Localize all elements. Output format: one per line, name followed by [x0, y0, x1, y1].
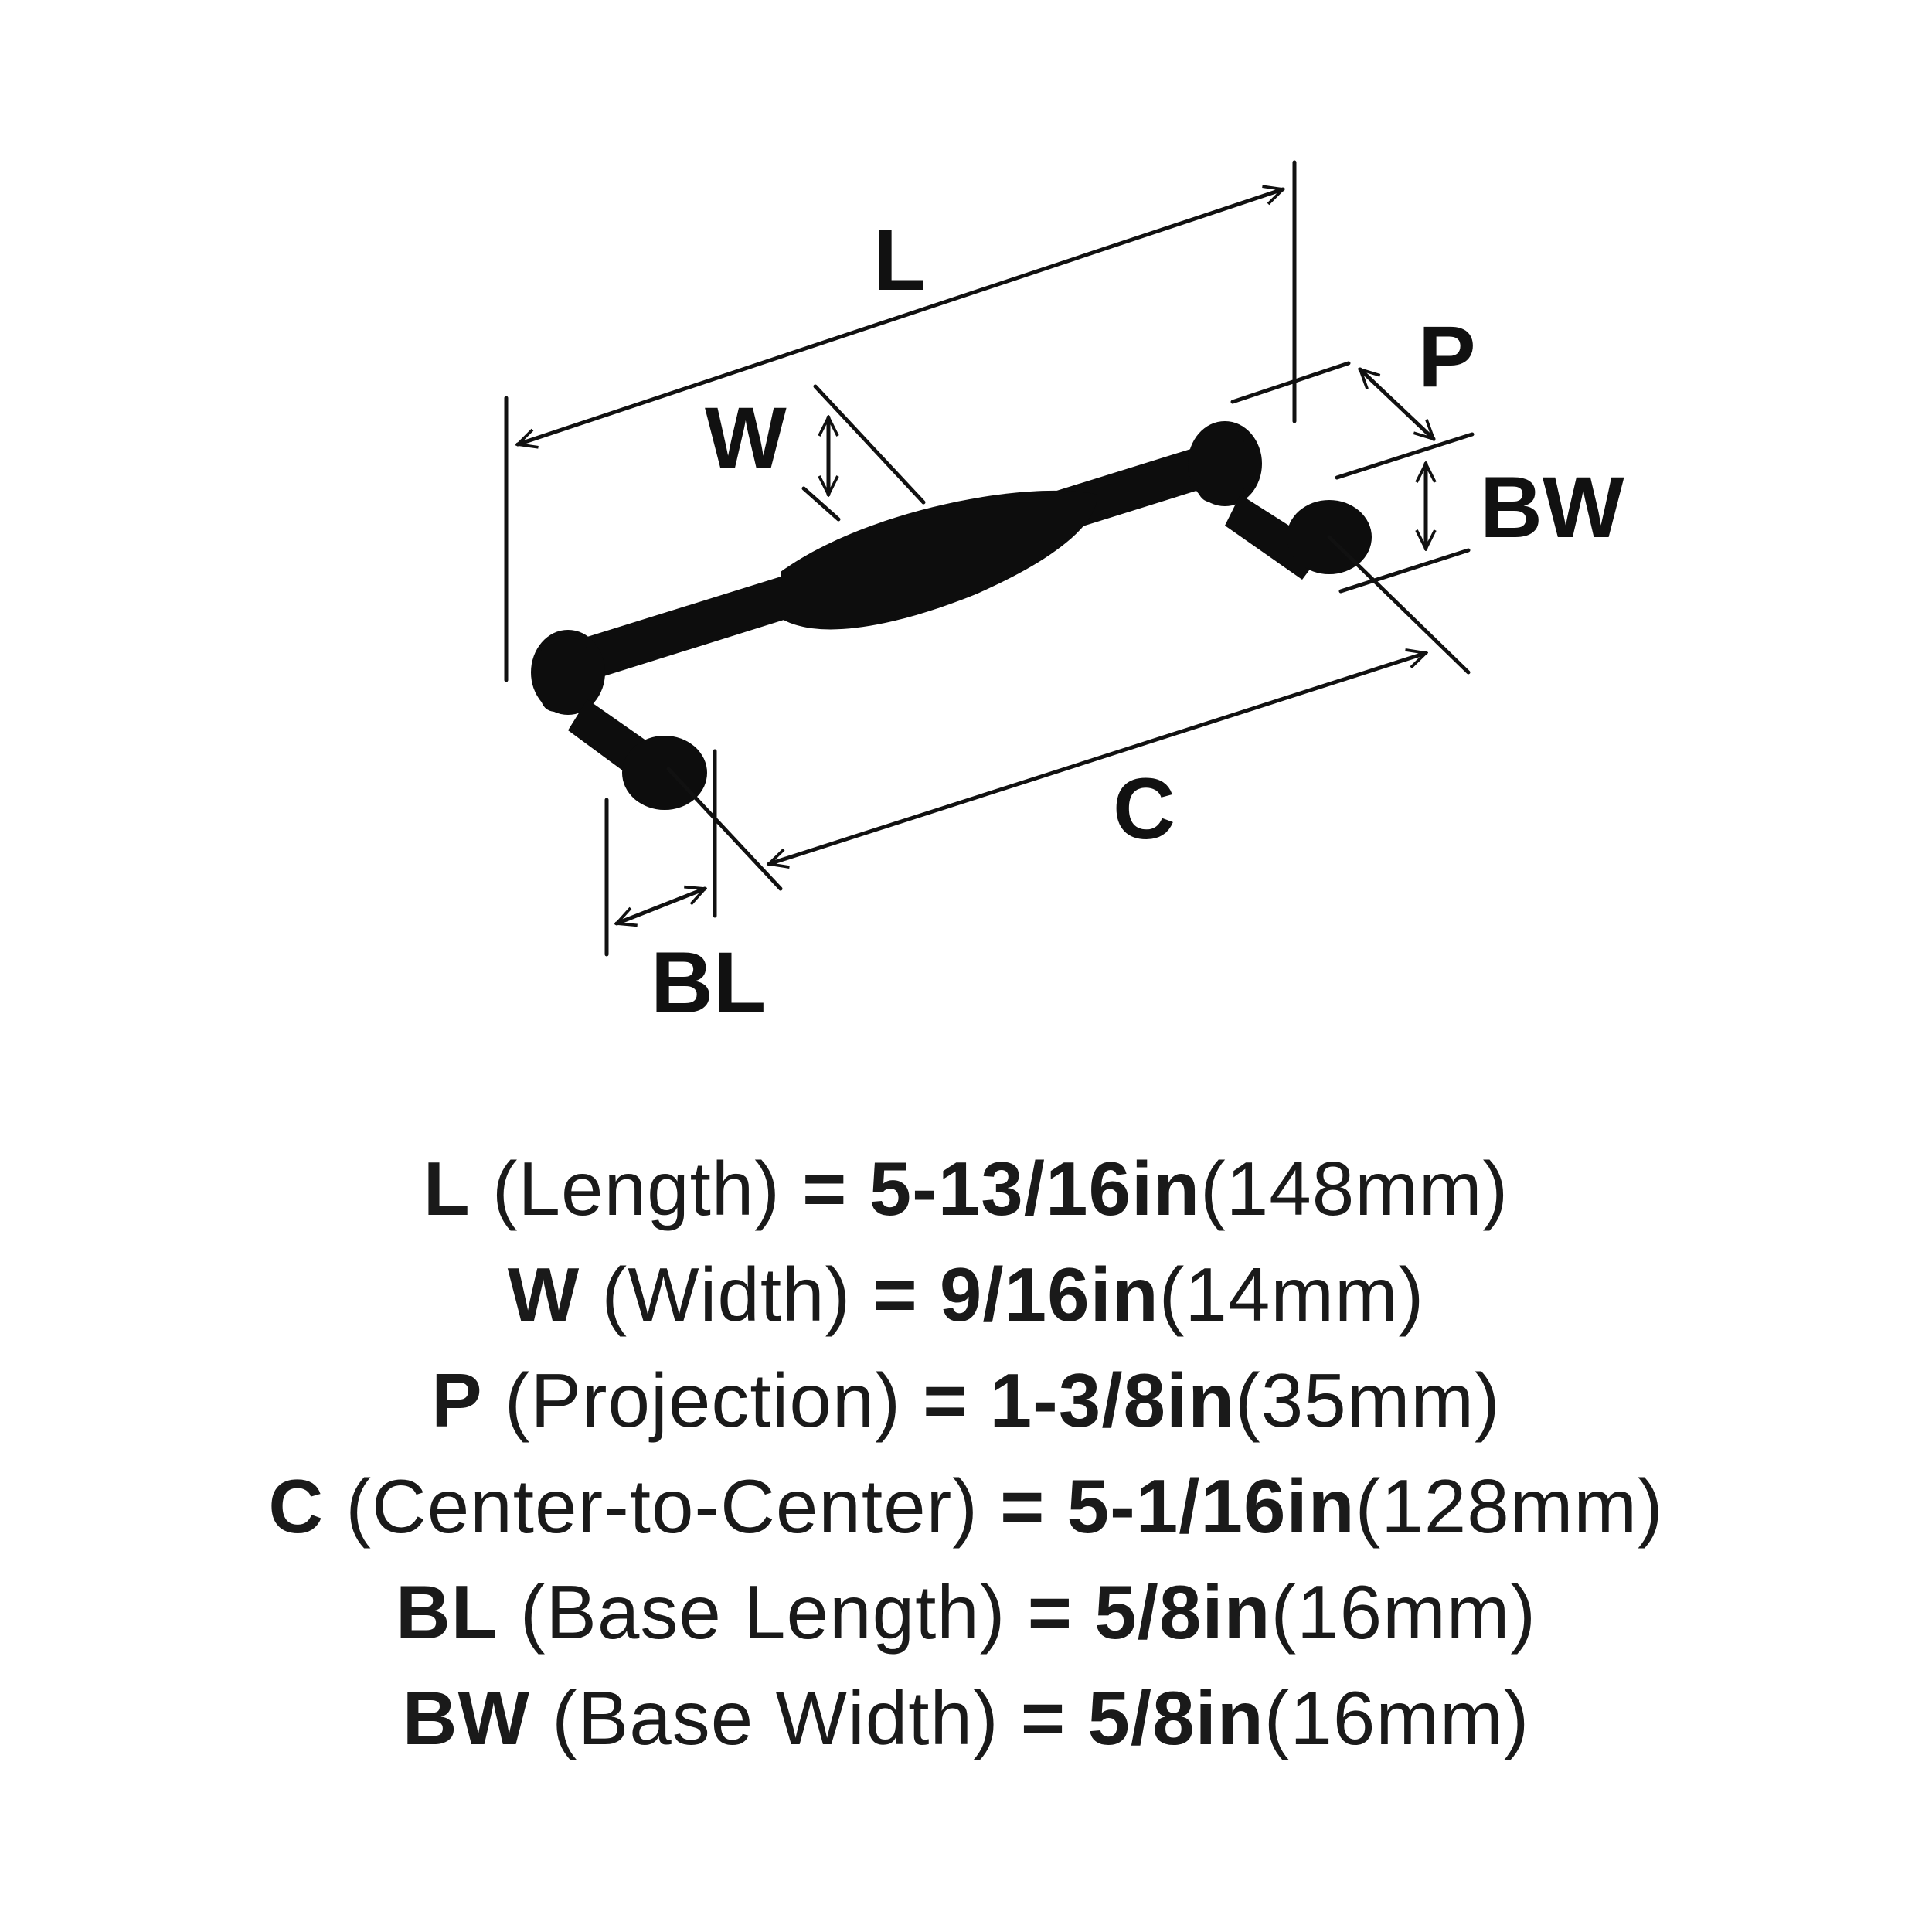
- c-extension-left: [666, 767, 783, 891]
- p-dimension-line: [1360, 369, 1434, 439]
- c-dimension-line: [769, 653, 1426, 864]
- spec-name: (Projection): [504, 1358, 901, 1443]
- spec-equals: =: [1027, 1570, 1073, 1655]
- spec-symbol: W: [507, 1252, 580, 1337]
- p-extension-top: [1230, 361, 1351, 404]
- spec-row-projection: P (Projection) = 1-3/8in(35mm): [0, 1348, 1932, 1454]
- bw-extension-top: [1335, 432, 1475, 480]
- label-bw: BW: [1480, 459, 1624, 556]
- spec-name: (Width): [601, 1252, 852, 1337]
- spec-equals: =: [923, 1358, 968, 1443]
- spec-imperial: 5-1/16in: [1066, 1464, 1355, 1549]
- label-c: C: [1113, 760, 1175, 857]
- spec-equals: =: [1020, 1675, 1066, 1760]
- spec-metric: (35mm): [1235, 1358, 1501, 1443]
- spec-row-width: W (Width) = 9/16in(14mm): [0, 1242, 1932, 1348]
- pull-bar-center-swell: [781, 490, 1097, 630]
- spec-metric: (14mm): [1158, 1252, 1425, 1337]
- dimension-lines: [504, 160, 1475, 957]
- spec-imperial: 5/8in: [1087, 1675, 1264, 1760]
- label-l: L: [873, 212, 926, 308]
- spec-name: (Base Length): [519, 1570, 1006, 1655]
- spec-symbol: BW: [402, 1675, 531, 1760]
- spec-metric: (16mm): [1264, 1675, 1530, 1760]
- spec-metric: (148mm): [1200, 1146, 1509, 1231]
- spec-equals: =: [802, 1146, 848, 1231]
- spec-row-center-to-center: C (Center-to-Center) = 5-1/16in(128mm): [0, 1454, 1932, 1560]
- spec-name: (Length): [492, 1146, 781, 1231]
- spec-symbol: P: [431, 1358, 483, 1443]
- spec-name: (Base Width): [552, 1675, 999, 1760]
- spec-imperial: 9/16in: [939, 1252, 1159, 1337]
- w-extension-bottom: [801, 486, 841, 522]
- w-extension-top: [813, 384, 926, 505]
- spec-symbol: C: [268, 1464, 325, 1549]
- spec-row-base-width: BW (Base Width) = 5/8in(16mm): [0, 1665, 1932, 1771]
- spec-list: L (Length) = 5-13/16in(148mm) W (Width) …: [0, 1136, 1932, 1771]
- spec-symbol: L: [423, 1146, 471, 1231]
- spec-imperial: 5-13/16in: [869, 1146, 1201, 1231]
- spec-equals: =: [872, 1252, 918, 1337]
- bl-dimension-line: [617, 889, 705, 923]
- spec-imperial: 5/8in: [1094, 1570, 1271, 1655]
- spec-row-length: L (Length) = 5-13/16in(148mm): [0, 1136, 1932, 1242]
- label-p: P: [1418, 308, 1476, 405]
- spec-symbol: BL: [395, 1570, 498, 1655]
- spec-metric: (128mm): [1355, 1464, 1664, 1549]
- cabinet-pull-image: [531, 421, 1372, 810]
- label-bl: BL: [651, 934, 766, 1031]
- label-w: W: [705, 389, 787, 486]
- bw-extension-bottom: [1338, 548, 1471, 594]
- spec-equals: =: [1000, 1464, 1046, 1549]
- spec-row-base-length: BL (Base Length) = 5/8in(16mm): [0, 1560, 1932, 1665]
- spec-metric: (16mm): [1270, 1570, 1537, 1655]
- spec-name: (Center-to-Center): [345, 1464, 978, 1549]
- c-extension-right: [1327, 535, 1471, 675]
- spec-imperial: 1-3/8in: [989, 1358, 1236, 1443]
- left-base: [622, 736, 707, 810]
- dimension-diagram: L W P BW C BL: [504, 160, 1624, 1031]
- l-dimension-line: [518, 189, 1283, 444]
